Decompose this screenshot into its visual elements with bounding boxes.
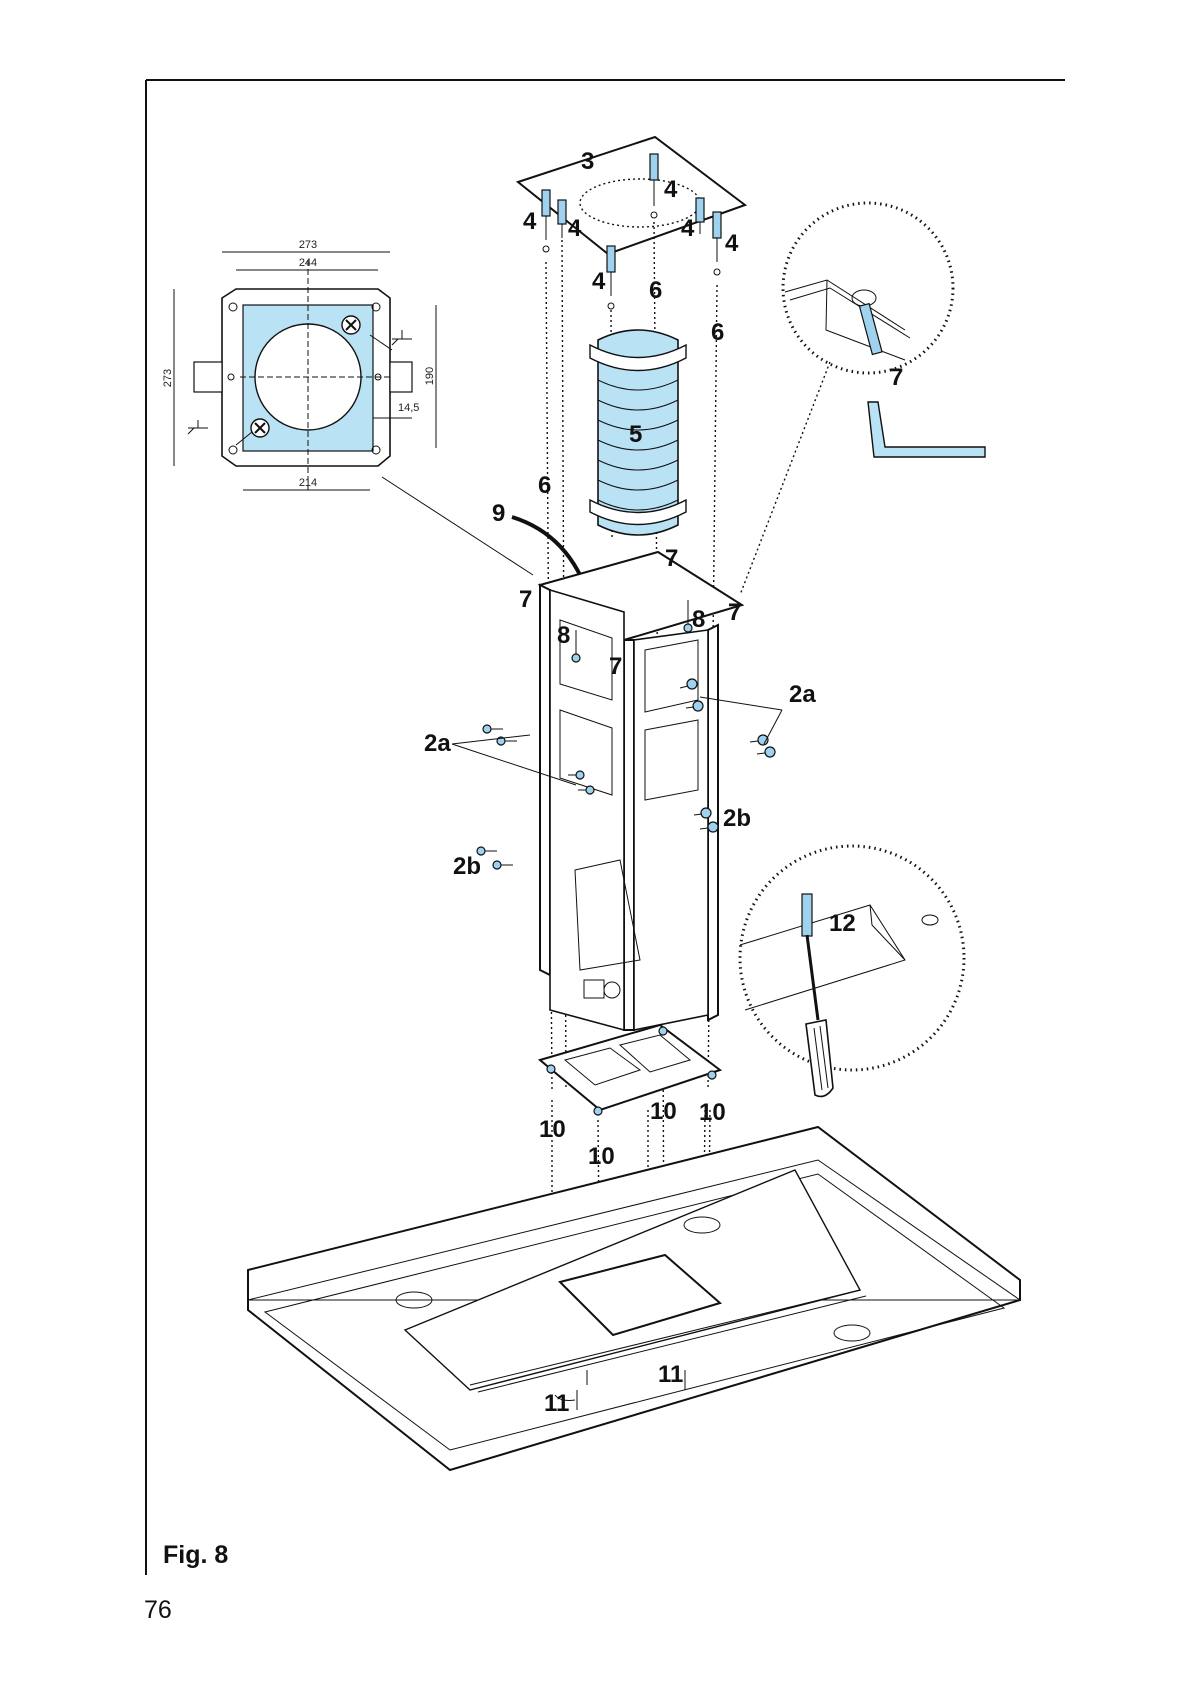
callout-7-c: 7 (519, 586, 532, 613)
callout-4-a: 4 (523, 208, 537, 235)
dim-width-outer: 273 (299, 239, 317, 251)
callout-9: 9 (492, 500, 505, 527)
anchor-2 (558, 200, 566, 238)
callout-8-b: 8 (557, 622, 570, 649)
anchor-5 (713, 212, 721, 275)
callout-2b-right: 2b (723, 805, 751, 832)
callout-6-b: 6 (711, 319, 724, 346)
callout-8-a: 8 (692, 606, 705, 633)
callout-11-b: 11 (544, 1390, 569, 1417)
dim-width-inner: 244 (299, 257, 317, 269)
callout-12: 12 (829, 910, 856, 937)
callout-2a-left: 2a (424, 730, 451, 757)
dim-bottom-width: 214 (299, 477, 317, 489)
screw-2a-right-3 (750, 735, 768, 745)
detail-screwdriver (740, 846, 964, 1096)
callout-6-a: 6 (649, 277, 662, 304)
screw-2a-left-1 (483, 725, 503, 733)
callout-10-d: 10 (588, 1143, 615, 1170)
callout-7-d: 7 (728, 599, 741, 626)
dim-height-outer: 273 (162, 369, 174, 387)
anchor-4 (696, 198, 704, 234)
callout-10-a: 10 (650, 1098, 677, 1125)
callout-4-e: 4 (725, 230, 739, 257)
callout-3: 3 (581, 148, 594, 175)
allen-key-icon (868, 402, 985, 457)
screw-2a-right-4 (757, 747, 775, 757)
callout-4-c: 4 (664, 176, 678, 203)
callout-10-c: 10 (539, 1116, 566, 1143)
detail-bracket-screw (783, 203, 953, 373)
ceiling-plate (518, 137, 745, 254)
callout-7-e: 7 (609, 653, 622, 680)
dim-offset: 14,5 (398, 402, 419, 414)
callout-4-b: 4 (568, 215, 582, 242)
page-number: 76 (144, 1596, 172, 1624)
cooker-hood (248, 1127, 1020, 1470)
chimney-base-plate (540, 1025, 720, 1115)
callout-2a-right: 2a (789, 681, 816, 708)
figure-caption: Fig. 8 (163, 1541, 228, 1569)
dim-height-inner: 190 (424, 367, 436, 385)
callout-7-a: 7 (890, 364, 903, 391)
callout-11-a: 11 (658, 1361, 683, 1388)
anchor-6 (607, 246, 615, 309)
screw-2b-left-2 (493, 861, 513, 869)
anchor-1 (542, 190, 550, 252)
callout-10-b: 10 (699, 1099, 726, 1126)
callout-5: 5 (629, 421, 642, 448)
callout-4-d: 4 (681, 215, 695, 242)
callout-7-b: 7 (665, 545, 678, 572)
mounting-template: 273 244 273 190 14,5 214 (162, 239, 436, 490)
callout-6-c: 6 (538, 472, 551, 499)
callout-2b-left: 2b (453, 853, 481, 880)
callout-4-f: 4 (592, 268, 606, 295)
